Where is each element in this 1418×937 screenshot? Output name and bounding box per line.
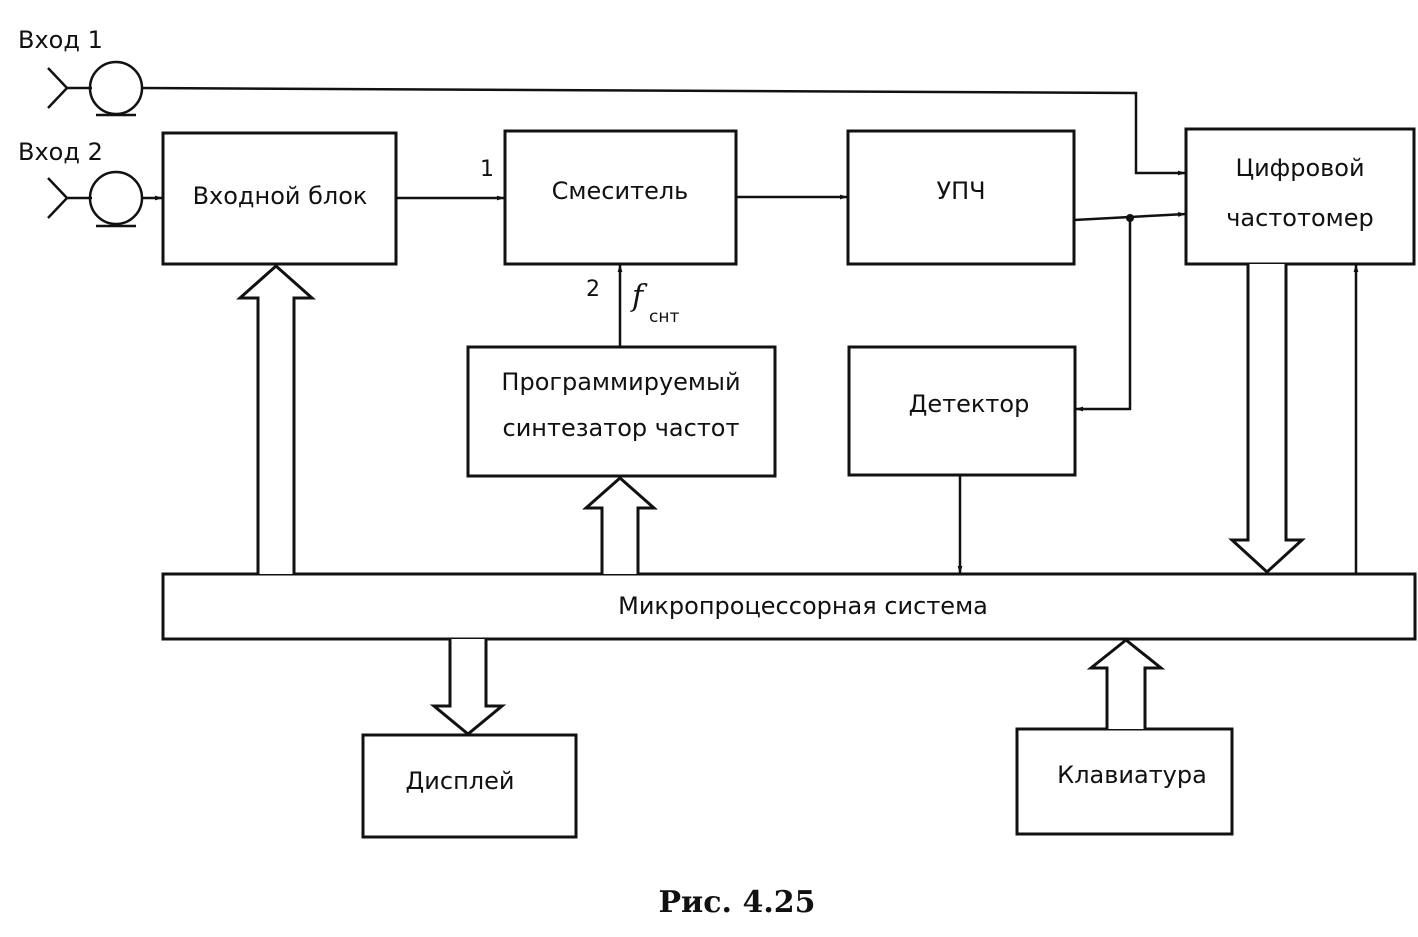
bus-to-input-block bbox=[236, 263, 316, 574]
mixer-input-2-label: 2 bbox=[586, 277, 600, 302]
bus-to-synthesizer bbox=[582, 475, 658, 574]
frequency-counter-box bbox=[1184, 127, 1416, 266]
input-1-label: Вход 1 bbox=[18, 26, 103, 54]
microprocessor-system-box bbox=[161, 572, 1417, 641]
if-amplifier-label: УПЧ bbox=[936, 177, 985, 205]
display-box bbox=[361, 733, 578, 839]
bus-from-frequency-counter bbox=[1228, 264, 1306, 575]
synthesizer-label-line2: синтезатор частот bbox=[503, 414, 740, 442]
synthesizer-box bbox=[466, 345, 777, 478]
figure-caption: Рис. 4.25 bbox=[658, 885, 815, 920]
display-label: Дисплей bbox=[406, 767, 515, 795]
mixer-input-1-label: 1 bbox=[480, 157, 494, 182]
bus-to-display bbox=[429, 639, 507, 736]
if-amplifier-box bbox=[846, 129, 1076, 266]
keyboard-label: Клавиатура bbox=[1057, 761, 1207, 789]
keyboard-box bbox=[1015, 727, 1234, 836]
synthesizer-label-line1: Программируемый bbox=[501, 368, 740, 396]
mixer-label: Смеситель bbox=[552, 177, 689, 205]
detector-label: Детектор bbox=[909, 390, 1030, 418]
frequency-counter-label-line2: частотомер bbox=[1226, 204, 1374, 232]
input-2-connector bbox=[47, 170, 144, 228]
microprocessor-system-label: Микропроцессорная система bbox=[618, 592, 988, 620]
input-block-box bbox=[161, 131, 398, 266]
synth-frequency-symbol: f bbox=[630, 279, 648, 314]
detector-box bbox=[847, 345, 1077, 477]
input-2-label: Вход 2 bbox=[18, 138, 103, 166]
input-1-signal-line bbox=[141, 86, 1186, 176]
input-block-label: Входной блок bbox=[193, 182, 368, 210]
input-1-connector bbox=[47, 60, 144, 117]
bus-from-keyboard bbox=[1086, 638, 1166, 729]
frequency-counter-label-line1: Цифровой bbox=[1235, 154, 1364, 182]
synth-frequency-subscript: снт bbox=[649, 307, 679, 327]
if-amplifier-to-detector-line bbox=[1075, 218, 1132, 412]
